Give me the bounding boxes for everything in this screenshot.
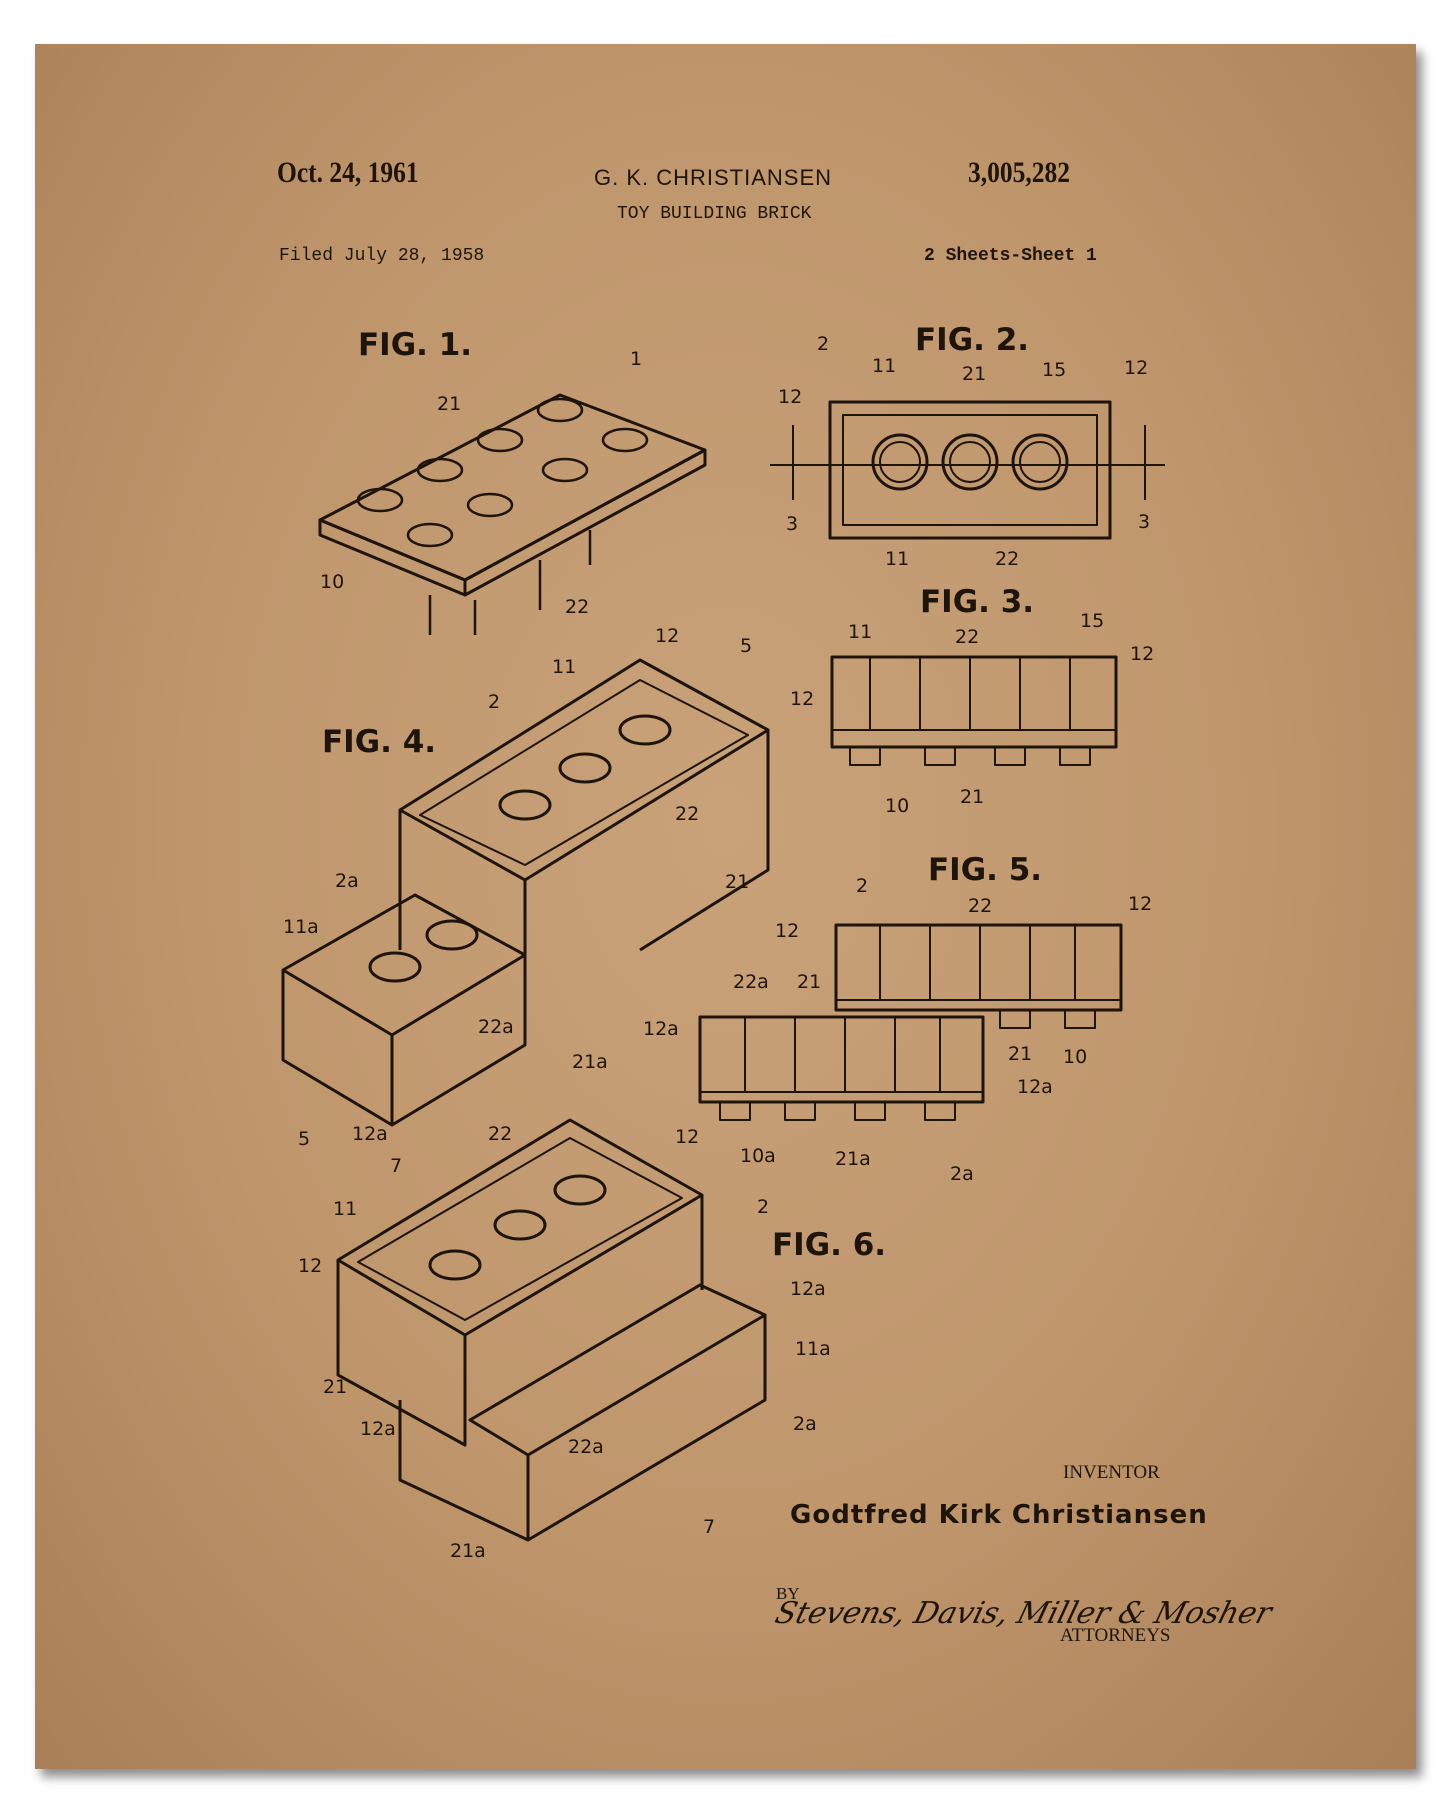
ref-label: 10 <box>885 795 909 817</box>
ref-label: 12a <box>643 1018 679 1040</box>
ref-label: 12 <box>298 1255 322 1277</box>
ref-label: 1 <box>630 348 642 370</box>
patent-date: Oct. 24, 1961 <box>277 156 419 189</box>
ref-label: 2a <box>335 870 359 892</box>
ref-label: 15 <box>1080 610 1104 632</box>
fig4-title: FIG. 4. <box>322 724 436 760</box>
inventor-label: INVENTOR <box>1063 1462 1160 1483</box>
ref-label: 22 <box>488 1123 512 1145</box>
ref-label: 11 <box>333 1198 357 1220</box>
ref-label: 21 <box>797 971 821 993</box>
ref-label: 21 <box>962 363 986 385</box>
ref-label: 21 <box>725 871 749 893</box>
fig6-title: FIG. 6. <box>772 1227 886 1263</box>
inventor-name: Godtfred Kirk Christiansen <box>790 1500 1208 1530</box>
ref-label: 12 <box>1124 357 1148 379</box>
ref-label: 22 <box>565 596 589 618</box>
ref-label: 21a <box>572 1051 608 1073</box>
fig5-drawing <box>698 923 1123 1121</box>
patent-title: TOY BUILDING BRICK <box>617 204 812 224</box>
ref-label: 22 <box>995 548 1019 570</box>
ref-label: 21 <box>323 1376 347 1398</box>
ref-label: 22a <box>733 971 769 993</box>
ref-label: 2 <box>488 691 500 713</box>
ref-label: 11 <box>885 548 909 570</box>
ref-label: 7 <box>390 1155 402 1177</box>
ref-label: 12 <box>1130 643 1154 665</box>
ref-label: 11a <box>795 1338 831 1360</box>
ref-label: 2 <box>856 875 868 897</box>
inventor-short-name: G. K. CHRISTIANSEN <box>594 165 833 190</box>
ref-label: 12 <box>655 625 679 647</box>
ref-label: 3 <box>786 513 798 535</box>
ref-label: 2a <box>950 1163 974 1185</box>
ref-label: 2a <box>793 1413 817 1435</box>
patent-paper <box>35 44 1416 1769</box>
fig3-title: FIG. 3. <box>920 584 1034 620</box>
ref-label: 12 <box>775 920 799 942</box>
ref-label: 21 <box>1008 1043 1032 1065</box>
ref-label: 22a <box>568 1436 604 1458</box>
ref-label: 22a <box>478 1016 514 1038</box>
fig1-title: FIG. 1. <box>358 327 472 363</box>
filed-date: Filed July 28, 1958 <box>279 246 485 266</box>
ref-label: 5 <box>298 1128 310 1150</box>
fig2-title: FIG. 2. <box>915 322 1029 358</box>
ref-label: 21 <box>960 786 984 808</box>
fig3-drawing <box>830 655 1118 766</box>
ref-label: 10a <box>740 1145 776 1167</box>
fig6-drawing <box>336 1118 767 1542</box>
ref-label: 10 <box>1063 1046 1087 1068</box>
fig1-drawing <box>318 393 707 635</box>
attorneys-label: ATTORNEYS <box>1060 1625 1171 1646</box>
ref-label: 12a <box>790 1278 826 1300</box>
ref-label: 12 <box>675 1126 699 1148</box>
ref-label: 7 <box>703 1516 715 1538</box>
fig4-drawing <box>281 658 770 1127</box>
fig2-drawing <box>770 400 1165 540</box>
fig5-title: FIG. 5. <box>928 852 1042 888</box>
ref-label: 21a <box>450 1540 486 1562</box>
patent-number: 3,005,282 <box>968 156 1070 189</box>
ref-label: 10 <box>320 571 344 593</box>
ref-label: 3 <box>1138 511 1150 533</box>
ref-label: 11 <box>552 656 576 678</box>
ref-label: 22 <box>955 626 979 648</box>
attorney-signature: Stevens, Davis, Miller & Mosher <box>771 1596 1276 1631</box>
ref-label: 11 <box>848 621 872 643</box>
ref-label: 2 <box>817 333 829 355</box>
ref-label: 22 <box>968 895 992 917</box>
ref-label: 15 <box>1042 359 1066 381</box>
ref-label: 21a <box>835 1148 871 1170</box>
ref-label: 5 <box>740 635 752 657</box>
ref-label: 12 <box>778 386 802 408</box>
ref-label: 12 <box>790 688 814 710</box>
ref-label: 21 <box>437 393 461 415</box>
ref-label: 2 <box>757 1196 769 1218</box>
ref-label: 12a <box>1017 1076 1053 1098</box>
ref-label: 12a <box>360 1418 396 1440</box>
ref-label: 12 <box>1128 893 1152 915</box>
sheet-count: 2 Sheets-Sheet 1 <box>924 246 1097 266</box>
ref-label: 11a <box>283 916 319 938</box>
ref-label: 11 <box>872 355 896 377</box>
ref-label: 22 <box>675 803 699 825</box>
by-label: BY <box>776 1584 800 1603</box>
ref-label: 12a <box>352 1123 388 1145</box>
